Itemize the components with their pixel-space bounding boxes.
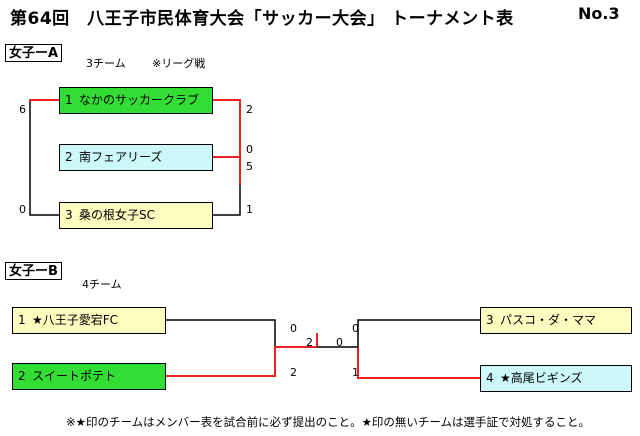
score: 6 bbox=[19, 103, 26, 116]
team-number: 2 bbox=[18, 369, 26, 383]
score: 1 bbox=[246, 203, 253, 216]
team-number: 3 bbox=[486, 313, 494, 327]
score: 0 bbox=[246, 143, 253, 156]
score: 2 bbox=[306, 336, 313, 349]
team-name: なかのサッカークラブ bbox=[79, 93, 200, 107]
score: 0 bbox=[290, 322, 297, 335]
page-number: No.3 bbox=[578, 4, 620, 23]
group-b-team-3: 3 パスコ・ダ・ママ bbox=[480, 307, 632, 334]
score: 2 bbox=[246, 103, 253, 116]
team-number: 4 bbox=[486, 371, 494, 385]
team-name: スイートポテト bbox=[32, 369, 117, 383]
group-b-team-4: 4 ★高尾ビギンズ bbox=[480, 365, 632, 392]
group-a-team-1: 1 なかのサッカークラブ bbox=[59, 87, 213, 114]
score: 0 bbox=[336, 336, 343, 349]
group-a-format: ※リーグ戦 bbox=[152, 57, 206, 70]
page-title: 第64回 八王子市民体育大会「サッカー大会」 トーナメント表 bbox=[10, 9, 514, 29]
team-name: パスコ・ダ・ママ bbox=[500, 313, 597, 327]
team-number: 3 bbox=[65, 208, 73, 222]
group-b-team-1: 1 ★八王子愛宕FC bbox=[12, 307, 166, 334]
team-name: ★八王子愛宕FC bbox=[32, 313, 119, 327]
group-b-label: 女子ーB bbox=[5, 262, 62, 280]
score: 1 bbox=[352, 366, 359, 379]
group-b-team-2: 2 スイートポテト bbox=[12, 363, 166, 390]
score: 5 bbox=[246, 160, 253, 173]
group-a-team-count: 3チーム bbox=[86, 57, 126, 70]
team-name: 南フェアリーズ bbox=[79, 150, 163, 164]
team-number: 1 bbox=[18, 313, 26, 327]
team-name: ★高尾ビギンズ bbox=[500, 371, 583, 385]
group-a-team-2: 2 南フェアリーズ bbox=[59, 144, 213, 171]
team-number: 2 bbox=[65, 150, 73, 164]
group-a-label: 女子ーA bbox=[5, 44, 63, 62]
score: 2 bbox=[290, 366, 297, 379]
team-number: 1 bbox=[65, 93, 73, 107]
group-b-team-count: 4チーム bbox=[82, 278, 122, 291]
footer-note: ※★印のチームはメンバー表を試合前に必ず提出のこと。★印の無いチームは選手証で対… bbox=[66, 415, 591, 429]
score: 0 bbox=[352, 322, 359, 335]
score: 0 bbox=[19, 203, 26, 216]
group-a-team-3: 3 桑の根女子SC bbox=[59, 202, 213, 229]
team-name: 桑の根女子SC bbox=[79, 208, 155, 222]
